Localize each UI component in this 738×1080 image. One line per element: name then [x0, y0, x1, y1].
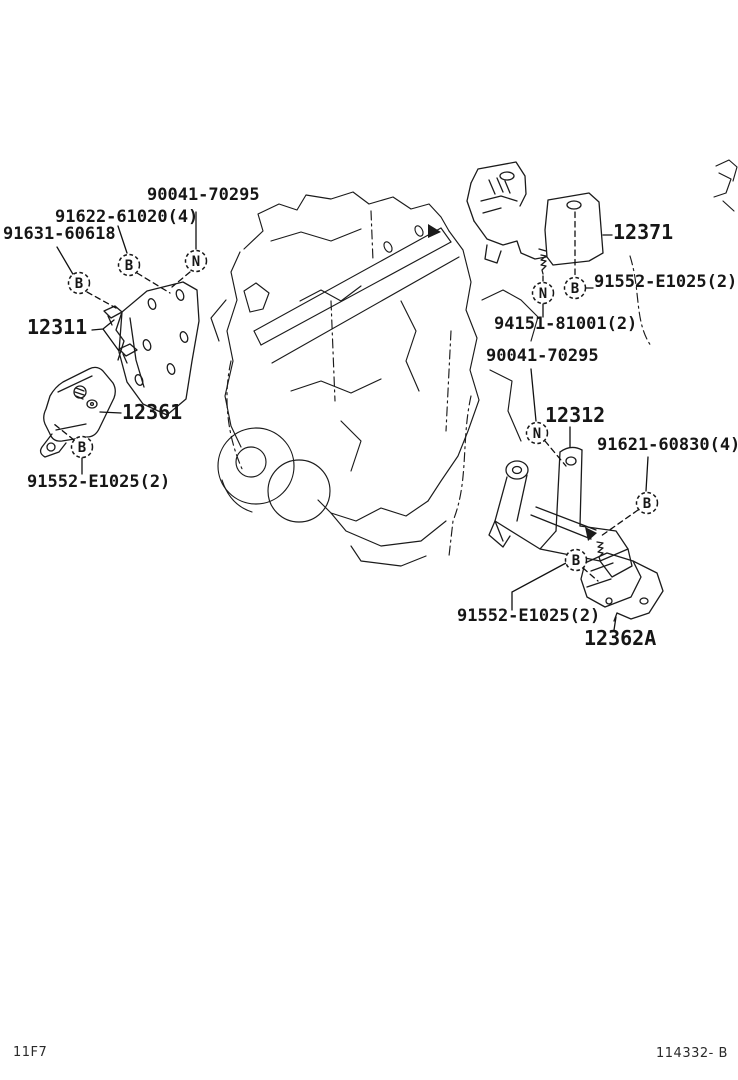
footer-figure-code: 114332- B: [656, 1046, 728, 1061]
label-91552-e1025-bottom: 91552-E1025(2): [457, 606, 601, 626]
callout-letter: B: [125, 258, 133, 274]
callout-letter: B: [643, 496, 651, 512]
callout-b-insulator-right: B: [563, 276, 587, 300]
callout-letter: B: [78, 440, 86, 456]
callout-letter: N: [539, 286, 547, 302]
callout-b-bracket-upper-left: B: [67, 271, 91, 295]
label-12361: 12361: [122, 400, 183, 424]
callout-letter: B: [572, 553, 580, 569]
callout-n-bracket-lower: N: [525, 421, 549, 445]
part-12362a-drawing: [580, 541, 664, 622]
label-12312: 12312: [545, 403, 606, 427]
label-94151-81001: 94151-81001(2): [494, 314, 638, 334]
callout-b-mount-lower: B: [564, 548, 588, 572]
label-91622-61020: 91622-61020(4): [55, 207, 199, 227]
callout-b-bracket-upper-mid: B: [117, 253, 141, 277]
callout-b-mount-left: B: [70, 435, 94, 459]
label-91621-60830: 91621-60830(4): [597, 435, 738, 455]
part-12312-drawing: [488, 446, 633, 578]
callout-letter: B: [571, 281, 579, 297]
leader-lines-solid: [56, 211, 649, 631]
engine-sketch: [210, 159, 738, 567]
callout-b-bracket-lower-right: B: [635, 491, 659, 515]
part-12371-drawing: [466, 161, 604, 275]
label-90041-70295-right: 90041-70295: [486, 346, 599, 366]
label-12362a: 12362A: [584, 626, 657, 650]
part-12361-drawing: [39, 366, 116, 458]
callout-markers: B B N B N B N: [67, 249, 659, 572]
label-12371: 12371: [613, 220, 674, 244]
leader-lines-dashed: [53, 211, 639, 582]
label-91552-e1025-left: 91552-E1025(2): [27, 472, 171, 492]
footer-page-code: 11F7: [13, 1045, 48, 1060]
callout-n-insulator-right: N: [531, 281, 555, 305]
callout-letter: N: [533, 426, 541, 442]
callout-n-bracket-upper: N: [184, 249, 208, 273]
callout-letter: N: [192, 254, 200, 270]
label-90041-70295-top: 90041-70295: [147, 185, 260, 205]
label-91552-e1025-right: 91552-E1025(2): [594, 272, 738, 292]
label-91631-60618: 91631-60618: [3, 224, 116, 244]
label-12311: 12311: [27, 315, 88, 339]
part-12311-drawing: [103, 281, 200, 416]
callout-letter: B: [75, 276, 83, 292]
